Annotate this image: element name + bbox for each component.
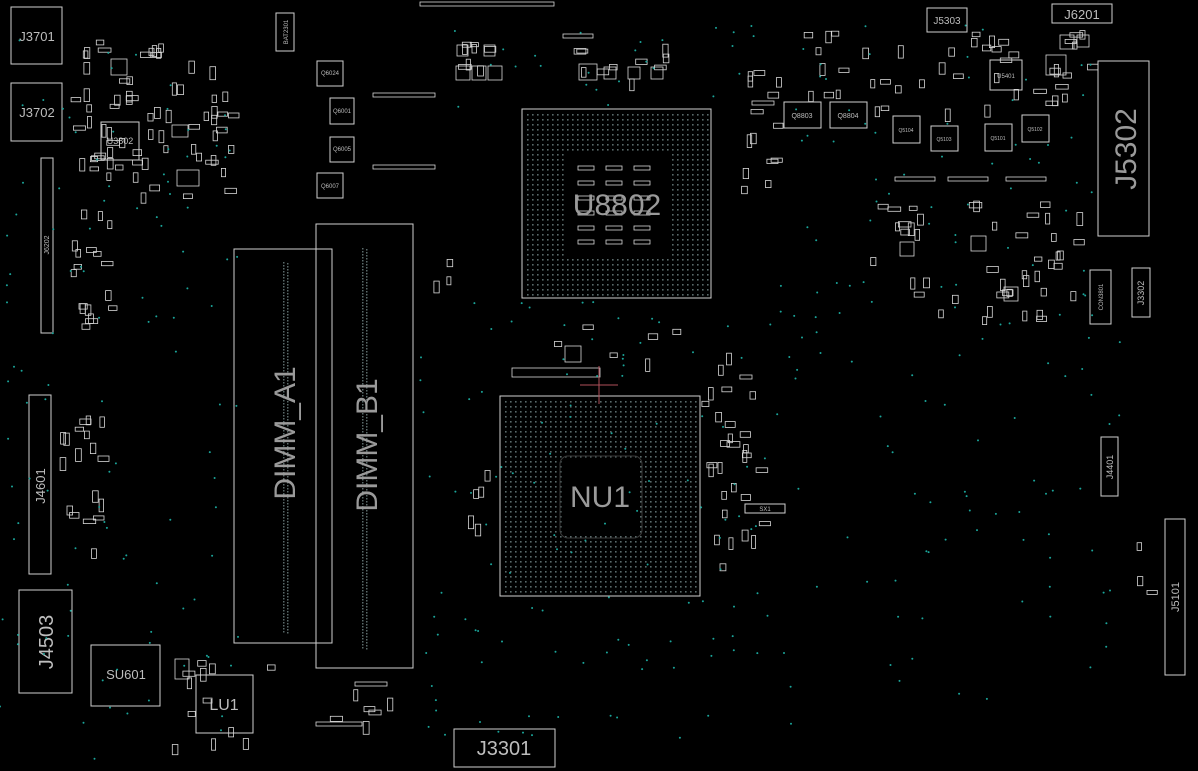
chip-u5401[interactable]: U5401 xyxy=(989,59,1023,91)
transistor-q6001[interactable]: Q6001 xyxy=(329,97,355,125)
chip-lu1[interactable]: LU1 xyxy=(195,674,254,734)
j3302-label: J3302 xyxy=(1136,281,1146,306)
q8804-label: Q8804 xyxy=(837,113,858,120)
u8802-label: U8802 xyxy=(573,189,661,222)
chip-nu1[interactable]: NU1 xyxy=(499,395,701,597)
q5103-label: Q5103 xyxy=(936,137,951,143)
crystal-sx1[interactable]: SX1 xyxy=(744,503,786,514)
transistor-q5104[interactable]: Q5104 xyxy=(892,115,921,144)
via-field xyxy=(0,24,1121,760)
j6201-label: J6201 xyxy=(1064,7,1099,22)
lu1-label: LU1 xyxy=(209,697,238,714)
j3701-label: J3701 xyxy=(19,29,54,44)
connector-j3702[interactable]: J3702 xyxy=(10,82,63,142)
su601-label: SU601 xyxy=(106,667,146,682)
dimm-a1-label: DIMM_A1 xyxy=(269,366,302,499)
dimm-slot-a1[interactable]: DIMM_A1 xyxy=(233,248,333,644)
connector-j3701[interactable]: J3701 xyxy=(10,6,63,65)
q5104-label: Q5104 xyxy=(898,128,913,134)
u5401-label: U5401 xyxy=(997,74,1015,80)
q6024-label: Q6024 xyxy=(321,71,340,77)
connector-j4503[interactable]: J4503 xyxy=(18,589,73,694)
j6202-label: J6202 xyxy=(44,235,51,254)
chip-u8802[interactable]: U8802 xyxy=(521,108,712,299)
connector-j6201[interactable]: J6201 xyxy=(1051,3,1113,24)
dimm-b1-pins xyxy=(362,248,368,650)
dimm-slot-b1[interactable]: DIMM_B1 xyxy=(315,223,414,669)
j4601-label: J4601 xyxy=(33,468,48,503)
connector-j6202[interactable]: J6202 xyxy=(40,157,54,334)
j4503-label: J4503 xyxy=(36,615,58,670)
strip-parts xyxy=(315,1,1047,727)
j4401-label: J4401 xyxy=(1105,455,1115,480)
battery-bat2301[interactable]: BAT2301 xyxy=(275,12,295,52)
connector-con3801[interactable]: CON3801 xyxy=(1089,269,1112,325)
transistor-q8804[interactable]: Q8804 xyxy=(829,101,868,129)
transistor-q6007[interactable]: Q6007 xyxy=(316,172,344,199)
transistor-q5102[interactable]: Q5102 xyxy=(1021,114,1050,143)
connector-j3302[interactable]: J3302 xyxy=(1131,267,1151,318)
transistor-q6024[interactable]: Q6024 xyxy=(316,60,344,87)
transistor-q5101[interactable]: Q5101 xyxy=(984,123,1013,152)
j3702-label: J3702 xyxy=(19,105,54,120)
j5302-label: J5302 xyxy=(1110,108,1143,190)
connector-j5303[interactable]: J5303 xyxy=(926,7,968,33)
transistor-q8803[interactable]: Q8803 xyxy=(783,101,822,129)
j3301-label: J3301 xyxy=(477,738,532,760)
nu1-label: NU1 xyxy=(570,481,630,514)
j5303-label: J5303 xyxy=(933,16,961,27)
sx1-label: SX1 xyxy=(759,507,771,513)
nu1-ball-grid xyxy=(505,401,697,593)
con3801-label: CON3801 xyxy=(1099,283,1105,310)
q5101-label: Q5101 xyxy=(990,136,1005,142)
connector-j4601[interactable]: J4601 xyxy=(28,394,52,575)
j5101-label: J5101 xyxy=(1170,582,1182,612)
dimm-b1-label: DIMM_B1 xyxy=(351,378,384,511)
q6005-label: Q6005 xyxy=(333,147,352,153)
connector-j5101[interactable]: J5101 xyxy=(1164,518,1186,676)
connector-j5302[interactable]: J5302 xyxy=(1097,60,1150,237)
transistor-q5103[interactable]: Q5103 xyxy=(930,125,959,152)
transistor-q6005[interactable]: Q6005 xyxy=(329,136,355,163)
connector-j3301[interactable]: J3301 xyxy=(453,728,556,768)
u8802-ball-grid xyxy=(527,114,709,296)
passive-components xyxy=(59,30,1158,756)
dimm-a1-pins xyxy=(283,262,289,634)
cursor-crosshair xyxy=(580,366,618,404)
chip-su601[interactable]: SU601 xyxy=(90,644,161,707)
bat2301-label: BAT2301 xyxy=(284,19,290,44)
q8803-label: Q8803 xyxy=(791,113,812,120)
connector-j4401[interactable]: J4401 xyxy=(1100,436,1119,497)
q6001-label: Q6001 xyxy=(333,109,352,115)
q5102-label: Q5102 xyxy=(1027,127,1042,133)
q6007-label: Q6007 xyxy=(321,184,340,190)
